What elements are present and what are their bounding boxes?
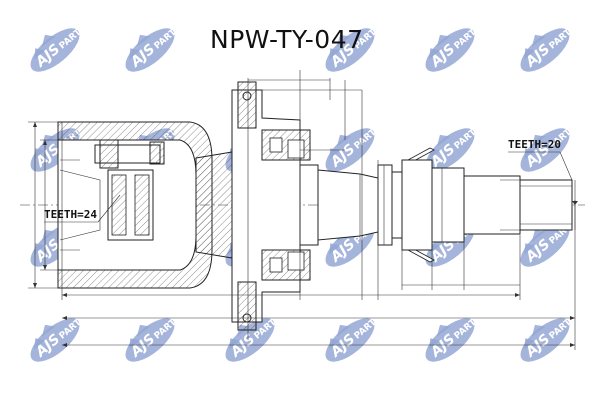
inner-joint-housing <box>57 121 233 289</box>
watermark-logo: AJS PARTS <box>115 16 184 80</box>
teeth-inner-label-group: TEETH=24 <box>44 194 121 223</box>
dimension-lines <box>28 70 578 350</box>
watermark-logo: AJS PARTS <box>20 16 89 80</box>
watermark-logo: AJS PARTS <box>115 306 184 370</box>
watermark-logo: AJS PARTS <box>510 306 579 370</box>
watermark-logo: AJS PARTS <box>20 306 89 370</box>
teeth-inner-label: TEETH=24 <box>44 208 97 221</box>
watermark-logo: AJS PARTS <box>415 306 484 370</box>
bearing-bracket <box>231 81 319 331</box>
teeth-outer-label-group: TEETH=20 <box>508 138 573 181</box>
watermark-logo: AJS PARTS <box>510 16 579 80</box>
watermark-logo: AJS PARTS <box>315 306 384 370</box>
drive-shaft <box>317 147 573 263</box>
teeth-outer-label: TEETH=20 <box>508 138 561 151</box>
watermark-logo: AJS PARTS <box>315 116 384 180</box>
watermark-logo: AJS PARTS <box>415 16 484 80</box>
part-number-title: NPW-TY-047 <box>210 25 364 54</box>
